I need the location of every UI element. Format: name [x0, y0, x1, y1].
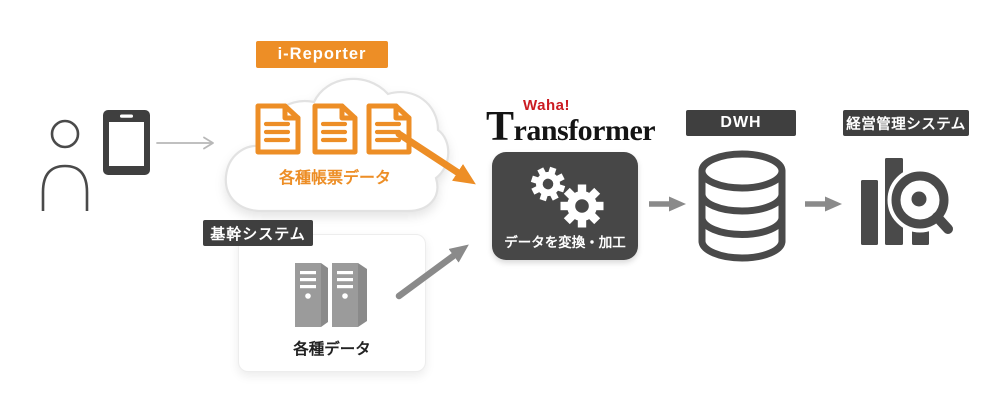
- ireporter-label-text: i-Reporter: [277, 45, 367, 63]
- management-label-text: 経営管理システム: [846, 116, 966, 133]
- transformer-process-box: データを変換・加工: [492, 152, 638, 260]
- core-system-box: 各種データ: [238, 234, 426, 372]
- core-system-label-text: 基幹システム: [210, 225, 306, 243]
- arrow-dwh-to-management: [805, 196, 842, 212]
- core-system-label: 基幹システム: [203, 220, 313, 246]
- transformer-caption: データを変換・加工: [504, 235, 626, 250]
- documents-icon: [255, 103, 412, 155]
- cloud-caption: 各種帳票データ: [278, 170, 391, 187]
- logo-product-text: Transformer: [486, 104, 656, 150]
- chart-magnifier-icon: [861, 158, 957, 245]
- arrow-cloud-to-transformer: [395, 130, 476, 185]
- management-label: 経営管理システム: [843, 110, 969, 136]
- gears-icon: [530, 166, 604, 228]
- dwh-label-text: DWH: [720, 114, 762, 131]
- servers-icon: [295, 263, 367, 327]
- ireporter-label: i-Reporter: [256, 41, 388, 68]
- arrow-core-to-transformer: [395, 244, 469, 300]
- dwh-label: DWH: [686, 110, 796, 136]
- waha-transformer-logo: Waha! Transformer: [486, 97, 656, 150]
- person-icon: [41, 119, 89, 211]
- database-icon: [698, 150, 786, 262]
- arrow-person-to-cloud: [156, 136, 214, 150]
- arrow-transformer-to-dwh: [649, 196, 686, 212]
- logo-waha-text: Waha!: [523, 97, 570, 114]
- core-system-caption: 各種データ: [293, 341, 371, 358]
- tablet-icon: [103, 110, 150, 175]
